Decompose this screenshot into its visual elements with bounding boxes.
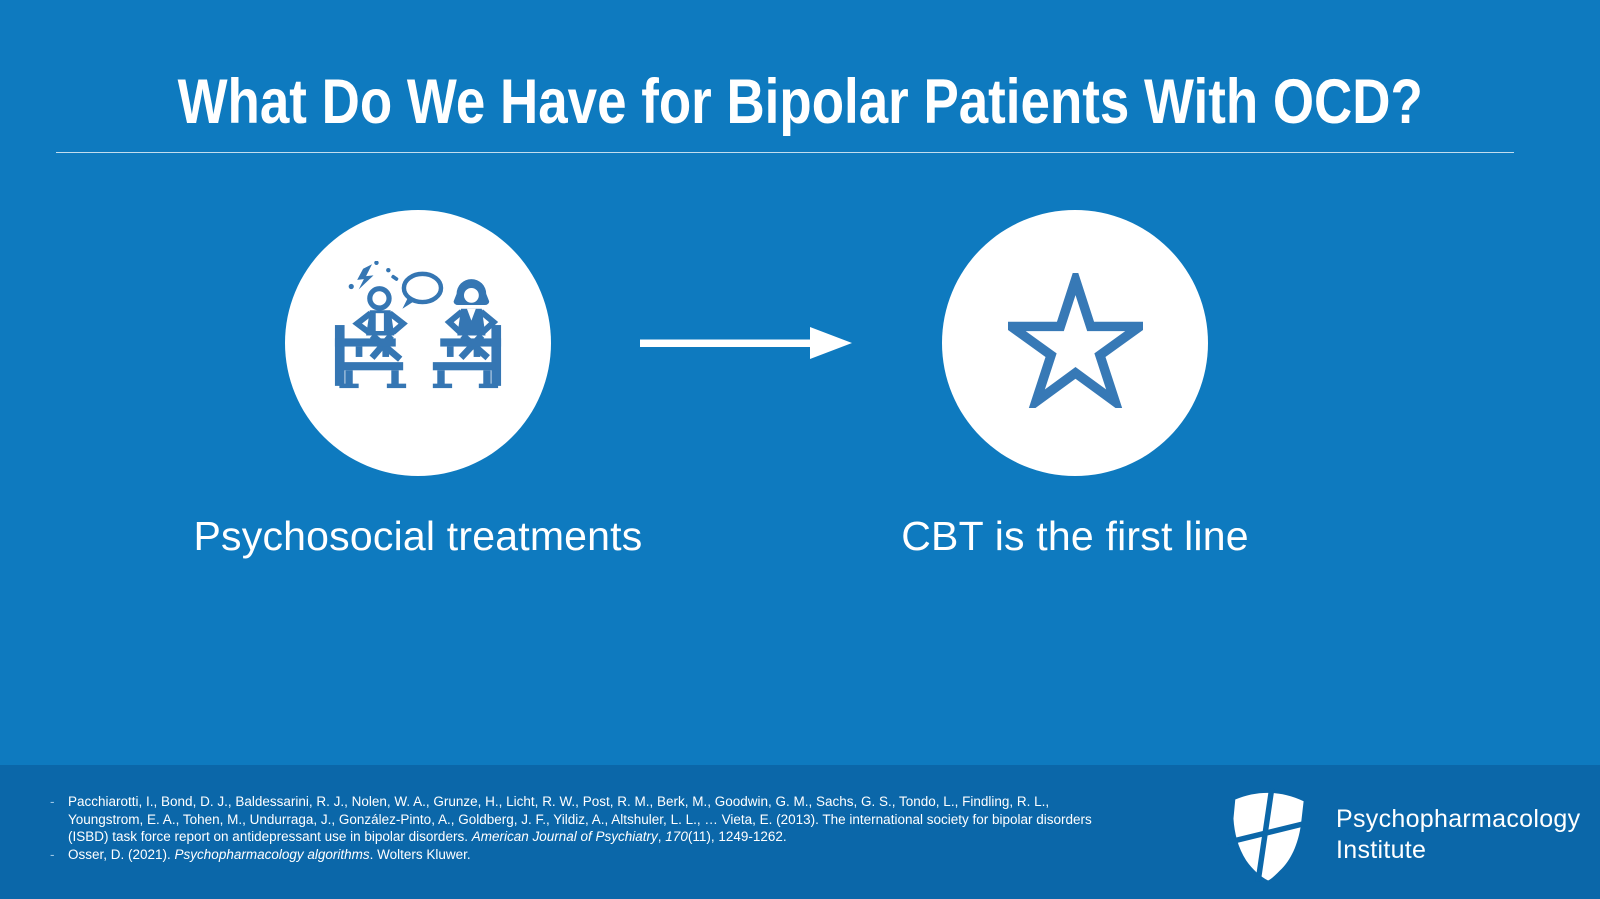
references-list: Pacchiarotti, I., Bond, D. J., Baldessar… bbox=[48, 793, 1094, 863]
logo-line2: Institute bbox=[1336, 836, 1427, 864]
cbt-first-line-label: CBT is the first line bbox=[901, 513, 1249, 559]
footer-band: Pacchiarotti, I., Bond, D. J., Baldessar… bbox=[0, 765, 1600, 899]
logo-line1: Psychopharmacology bbox=[1336, 805, 1581, 833]
slide-header: What Do We Have for Bipolar Patients Wit… bbox=[0, 66, 1600, 138]
logo: Psychopharmacology Institute bbox=[1227, 787, 1580, 883]
logo-text: Psychopharmacology Institute bbox=[1336, 804, 1580, 866]
title-divider bbox=[56, 152, 1514, 153]
flow-arrow-icon bbox=[640, 325, 852, 361]
psychosocial-treatments-circle bbox=[285, 210, 551, 476]
shield-logo-icon bbox=[1227, 788, 1311, 882]
psychosocial-treatments-label: Psychosocial treatments bbox=[193, 513, 643, 559]
cbt-first-line-circle bbox=[942, 210, 1208, 476]
reference-item: Pacchiarotti, I., Bond, D. J., Baldessar… bbox=[48, 793, 1094, 846]
reference-item: Osser, D. (2021). Psychopharmacology alg… bbox=[48, 846, 1094, 864]
page-title: What Do We Have for Bipolar Patients Wit… bbox=[177, 67, 1423, 137]
star-icon bbox=[996, 264, 1154, 415]
therapy-session-icon bbox=[329, 260, 507, 426]
